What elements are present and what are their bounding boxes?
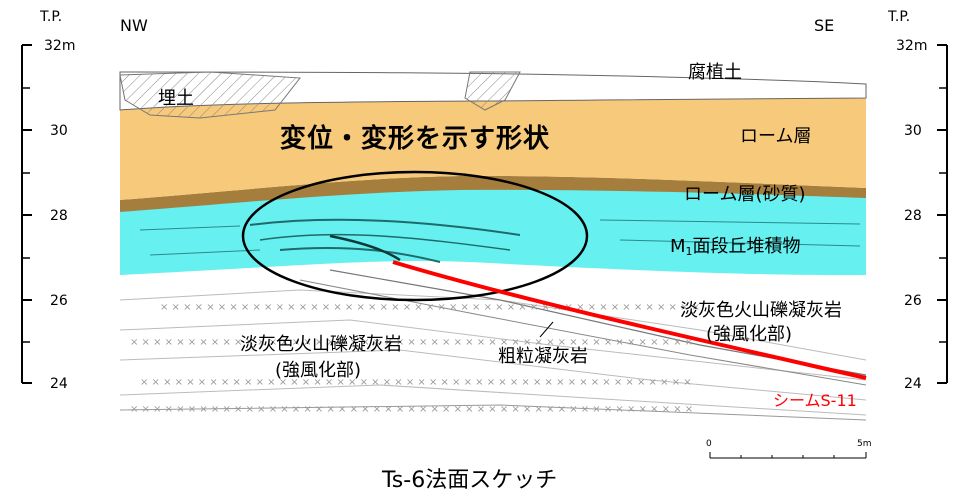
terrace-deposit-layer bbox=[120, 187, 866, 276]
deformation-ellipse bbox=[241, 170, 589, 302]
terrace-deposit-label: M1面段丘堆積物 bbox=[670, 236, 801, 258]
tuff-right-label-2: (強風化部) bbox=[706, 324, 793, 345]
right-tick-24: 24 bbox=[904, 376, 922, 392]
left-tick-26: 26 bbox=[50, 293, 68, 309]
coarse-tuff-leader bbox=[539, 321, 554, 338]
scale-start-label: 0 bbox=[706, 439, 712, 449]
tuff-left-label-2: (強風化部) bbox=[275, 360, 362, 381]
left-axis-unit: T.P. bbox=[40, 9, 63, 25]
figure-caption: Ts-6法面スケッチ bbox=[382, 468, 558, 493]
svg-text:× × × × × × × × × × × × × × ×: × × × × × × × × × × × × × × × × × × × × … bbox=[140, 377, 692, 388]
scale-end-label: 5m bbox=[857, 439, 872, 449]
right-axis-top-label: 32m bbox=[896, 38, 928, 54]
loam-label: ローム層 bbox=[740, 126, 812, 147]
loam-sandy-layer bbox=[120, 175, 866, 212]
scale-bar bbox=[709, 452, 867, 459]
svg-text:× × × × × × × × × × × × × × ×: × × × × × × × × × × × × × × × × × × × × … bbox=[130, 404, 693, 415]
right-tick-26: 26 bbox=[904, 293, 922, 309]
right-depth-scale bbox=[937, 44, 948, 384]
fill-soil-label: 埋土 bbox=[158, 88, 194, 109]
svg-text:× × × × × × × × × × × × × × ×: × × × × × × × × × × × × × × × × × × × × … bbox=[160, 302, 700, 313]
orientation-se: SE bbox=[814, 16, 835, 35]
coarse-tuff-label: 粗粒凝灰岩 bbox=[498, 346, 588, 367]
fill-soil-blob bbox=[119, 71, 521, 119]
left-axis-top-label: 32m bbox=[44, 38, 76, 54]
seam-line bbox=[392, 260, 867, 380]
seam-label: シームS-11 bbox=[773, 391, 857, 410]
loam-layer bbox=[120, 98, 866, 200]
left-depth-scale bbox=[21, 44, 32, 384]
deformation-annotation: 変位・変形を示す形状 bbox=[280, 124, 551, 154]
right-axis-unit: T.P. bbox=[888, 9, 911, 25]
left-tick-30: 30 bbox=[50, 123, 68, 139]
svg-text:× × × × × × × × × × × × × × ×: × × × × × × × × × × × × × × × × × × × × … bbox=[130, 337, 693, 348]
loam-sandy-label: ローム層(砂質) bbox=[684, 184, 806, 205]
right-tick-28: 28 bbox=[904, 208, 922, 224]
humus-label: 腐植土 bbox=[688, 62, 742, 83]
left-tick-24: 24 bbox=[50, 376, 68, 392]
orientation-nw: NW bbox=[120, 16, 148, 35]
right-tick-30: 30 bbox=[904, 123, 922, 139]
tuff-left-label-1: 淡灰色火山礫凝灰岩 bbox=[240, 334, 402, 355]
left-tick-28: 28 bbox=[50, 208, 68, 224]
tuff-right-label-1: 淡灰色火山礫凝灰岩 bbox=[680, 300, 842, 321]
